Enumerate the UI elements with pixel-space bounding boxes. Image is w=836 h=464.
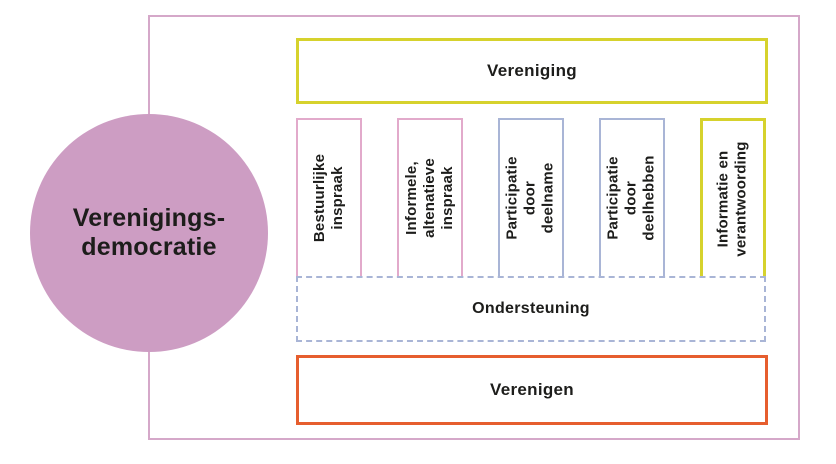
column-label: Informele, altenatieve inspraak	[403, 158, 456, 238]
column-participatie-door-deelhebben: Participatie door deelhebben	[599, 118, 665, 276]
box-verenigen-label: Verenigen	[490, 380, 574, 399]
column-informele-alternatieve-inspraak: Informele, altenatieve inspraak	[397, 118, 463, 276]
title-circle: Verenigings- democratie	[30, 114, 268, 352]
column-participatie-door-deelname: Participatie door deelname	[498, 118, 564, 276]
column-label: Informatie en verantwoording	[715, 140, 750, 257]
box-vereniging-label: Vereniging	[487, 61, 577, 80]
column-label: Bestuurlijke inspraak	[311, 153, 347, 243]
box-ondersteuning: Ondersteuning	[296, 276, 766, 342]
column-label: Participatie door deelname	[504, 156, 557, 240]
column-bestuurlijke-inspraak: Bestuurlijke inspraak	[296, 118, 362, 276]
box-verenigen: Verenigen	[296, 355, 768, 425]
box-ondersteuning-label: Ondersteuning	[472, 300, 590, 317]
column-informatie-en-verantwoording: Informatie en verantwoording	[700, 118, 766, 276]
diagram-title: Verenigings- democratie	[72, 203, 226, 262]
box-vereniging: Vereniging	[296, 38, 768, 104]
column-label: Participatie door deelhebben	[605, 155, 659, 241]
